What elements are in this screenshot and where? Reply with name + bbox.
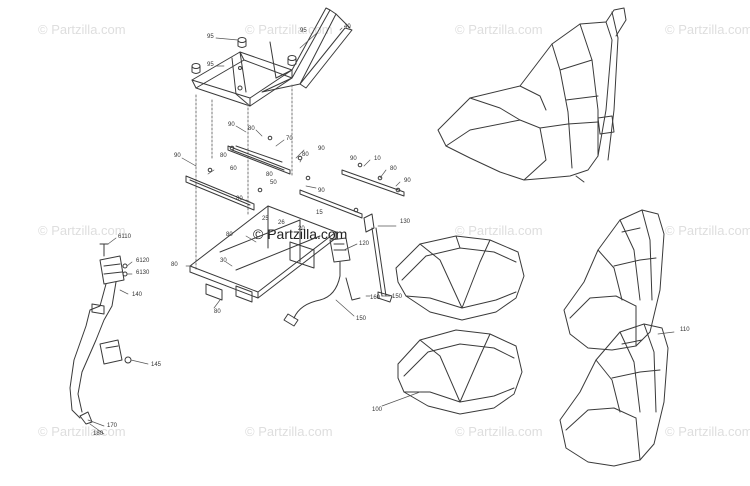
- buckle-cable: [283, 237, 361, 327]
- watermark: © Partzilla.com: [455, 22, 543, 37]
- callout-95: 95: [300, 28, 307, 34]
- callout-170: 170: [107, 423, 118, 429]
- watermark: © Partzilla.com: [665, 22, 750, 37]
- watermark: © Partzilla.com: [455, 424, 543, 439]
- watermark: © Partzilla.com: [38, 223, 126, 238]
- callout-90: 90: [404, 178, 411, 184]
- callout-80: 80: [236, 196, 243, 202]
- callout-25: 25: [262, 216, 269, 222]
- callout-150: 150: [392, 294, 403, 300]
- callout-6110: 6110: [118, 234, 131, 240]
- callout-90: 90: [318, 146, 325, 152]
- watermark: © Partzilla.com: [665, 424, 750, 439]
- callout-6120: 6120: [136, 258, 150, 264]
- callout-140: 140: [132, 292, 143, 298]
- callout-180: 180: [93, 431, 104, 437]
- callout-90: 90: [174, 153, 181, 159]
- lower-base-frame: [189, 205, 337, 303]
- seat-cushion-upper: [395, 235, 525, 321]
- seat-shell-middle: [563, 209, 665, 351]
- callout-110: 110: [680, 327, 690, 333]
- callout-120: 120: [359, 241, 370, 247]
- callout-80: 80: [302, 152, 309, 158]
- seat-shell-bottom: [559, 323, 669, 467]
- callout-40: 40: [344, 24, 351, 30]
- seat-belt-assembly: [69, 243, 132, 425]
- callout-10: 10: [374, 156, 381, 162]
- callout-60: 60: [230, 166, 237, 172]
- seat-shell-top: [437, 7, 627, 183]
- callout-80: 80: [266, 172, 273, 178]
- callout-26: 26: [278, 220, 285, 226]
- callout-50: 50: [270, 180, 277, 186]
- callout-90: 90: [350, 156, 357, 162]
- callout-70: 70: [286, 136, 293, 142]
- callout-150: 150: [356, 316, 367, 322]
- callout-80: 80: [248, 126, 255, 132]
- callout-80: 80: [220, 153, 227, 159]
- callout-80: 80: [390, 166, 397, 172]
- upper-seat-frame: [191, 7, 353, 107]
- watermark: © Partzilla.com: [665, 223, 750, 238]
- watermark: © Partzilla.com: [245, 424, 333, 439]
- slide-rails: [185, 135, 405, 219]
- callout-80: 80: [171, 262, 178, 268]
- watermark: © Partzilla.com: [38, 22, 126, 37]
- callout-90: 90: [228, 122, 235, 128]
- callout-130: 130: [400, 219, 411, 225]
- callout-15: 15: [316, 210, 323, 216]
- callout-100: 100: [372, 407, 383, 413]
- leader-lines: [87, 27, 675, 435]
- callout-95: 95: [207, 62, 214, 68]
- callout-30: 30: [220, 258, 227, 264]
- callout-160: 160: [370, 295, 381, 301]
- adjuster-lever: [363, 213, 393, 303]
- callout-80: 80: [226, 232, 233, 238]
- seat-cushion-lower: [397, 329, 523, 415]
- watermark: © Partzilla.com: [245, 22, 333, 37]
- callout-80: 80: [214, 309, 221, 315]
- callout-6130: 6130: [136, 270, 150, 276]
- callout-90: 90: [318, 188, 325, 194]
- callout-20: 20: [298, 226, 305, 232]
- watermark: © Partzilla.com: [38, 424, 126, 439]
- callout-95: 95: [207, 34, 214, 40]
- callout-145: 145: [151, 362, 162, 368]
- watermark: © Partzilla.com: [455, 223, 543, 238]
